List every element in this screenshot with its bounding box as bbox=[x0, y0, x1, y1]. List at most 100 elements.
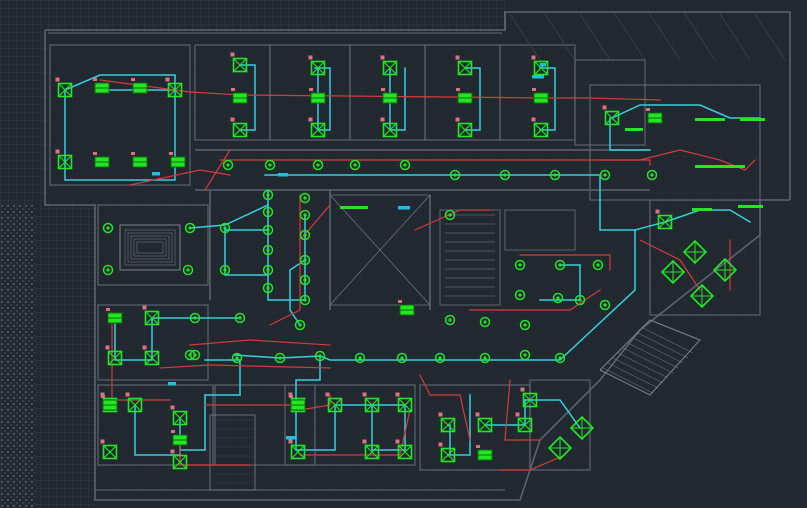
diffuser-core bbox=[223, 226, 227, 230]
diffuser-core bbox=[266, 193, 270, 197]
stair-tread bbox=[622, 347, 674, 374]
square-diffuser-icon bbox=[515, 412, 533, 433]
supply-duct bbox=[464, 67, 481, 131]
square-diffuser-icon bbox=[308, 55, 326, 76]
return-duct bbox=[419, 374, 471, 441]
diffuser-ring bbox=[299, 274, 311, 286]
diamond-diffuser-icon bbox=[712, 257, 738, 283]
round-diffuser-icon bbox=[354, 352, 366, 364]
diffuser-frame bbox=[144, 350, 160, 366]
diffuser-tag bbox=[125, 392, 130, 397]
diffuser-cross bbox=[383, 61, 397, 75]
fan-coil-icon bbox=[381, 88, 398, 104]
fan-coil-icon bbox=[106, 308, 123, 324]
stair-tread bbox=[642, 327, 694, 354]
fan-coil-icon bbox=[231, 88, 248, 104]
diffuser-ring bbox=[102, 264, 114, 276]
stair-tread bbox=[602, 367, 654, 394]
return-duct bbox=[219, 159, 651, 166]
diffuser-ring bbox=[449, 169, 461, 181]
square-diffuser-icon bbox=[395, 392, 413, 413]
linear-diffuser bbox=[625, 128, 643, 131]
diffuser-ring bbox=[599, 169, 611, 181]
round-diffuser-icon bbox=[396, 352, 408, 364]
diffuser-frame bbox=[167, 82, 183, 98]
diffuser-cross bbox=[478, 418, 492, 432]
diffuser-core bbox=[238, 316, 242, 320]
round-diffuser-icon bbox=[262, 224, 274, 236]
round-diffuser-icon bbox=[449, 169, 461, 181]
diffuser-ring bbox=[182, 264, 194, 276]
round-diffuser-icon bbox=[599, 299, 611, 311]
diffuser-cross bbox=[441, 418, 455, 432]
diffuser-tag bbox=[438, 442, 443, 447]
diffuser-tag bbox=[100, 392, 105, 397]
diamond-diffuser-icon bbox=[682, 239, 708, 265]
diffuser-ring bbox=[479, 352, 491, 364]
return-duct bbox=[269, 194, 301, 326]
round-diffuser-icon bbox=[499, 169, 511, 181]
diffuser-cross bbox=[605, 111, 619, 125]
diffuser-core bbox=[298, 323, 302, 327]
square-diffuser-icon bbox=[395, 439, 413, 460]
text-label bbox=[398, 206, 410, 210]
diffuser-cross bbox=[398, 398, 412, 412]
diffuser-ring bbox=[262, 282, 274, 294]
diffuser-core bbox=[318, 354, 322, 358]
diffuser-ring bbox=[434, 352, 446, 364]
diffuser-core bbox=[266, 228, 270, 232]
round-diffuser-icon bbox=[274, 352, 286, 364]
room-outline bbox=[130, 235, 170, 260]
round-diffuser-icon bbox=[574, 294, 586, 306]
diffuser-frame bbox=[457, 122, 473, 138]
diffuser-core bbox=[483, 356, 487, 360]
diffuser-cross bbox=[398, 445, 412, 459]
square-diffuser-icon bbox=[531, 117, 549, 138]
diffuser-ring bbox=[554, 352, 566, 364]
diffuser-ring bbox=[299, 209, 311, 221]
round-diffuser-icon bbox=[599, 169, 611, 181]
diffuser-tag bbox=[105, 345, 110, 350]
diffuser-cross bbox=[328, 398, 342, 412]
supply-duct bbox=[264, 174, 636, 361]
diffuser-cross bbox=[58, 83, 72, 97]
room-outline bbox=[97, 304, 209, 381]
diamond-diffuser-icon bbox=[547, 435, 573, 461]
diffuser-cross bbox=[58, 155, 72, 169]
exterior-grid-left bbox=[35, 205, 95, 508]
diffuser-tag bbox=[602, 105, 607, 110]
square-diffuser-icon bbox=[602, 105, 620, 126]
diffuser-core bbox=[303, 298, 307, 302]
diffuser-ring bbox=[219, 264, 231, 276]
diffuser-tag bbox=[100, 439, 105, 444]
diffuser-ring bbox=[264, 159, 276, 171]
symbols-layer bbox=[55, 52, 765, 470]
diffuser-tag bbox=[395, 392, 400, 397]
round-diffuser-icon bbox=[184, 349, 196, 361]
round-diffuser-icon bbox=[479, 352, 491, 364]
diffuser-cross bbox=[365, 398, 379, 412]
diffuser-ring bbox=[294, 319, 306, 331]
roof-line bbox=[719, 13, 751, 61]
fan-coil-tag bbox=[381, 88, 385, 91]
diffuser-frame bbox=[533, 60, 549, 76]
round-diffuser-icon bbox=[299, 274, 311, 286]
diffuser-core bbox=[266, 268, 270, 272]
diffuser-ring bbox=[554, 259, 566, 271]
diffuser-core bbox=[503, 173, 507, 177]
square-diffuser-icon bbox=[142, 305, 160, 326]
square-diffuser-icon bbox=[55, 77, 73, 98]
diffuser-frame bbox=[232, 57, 248, 73]
diffuser-ring bbox=[262, 224, 274, 236]
diffuser-ring bbox=[549, 169, 561, 181]
diffuser-frame bbox=[517, 417, 533, 433]
diffuser-core bbox=[438, 356, 442, 360]
diffuser-frame bbox=[477, 417, 493, 433]
square-diffuser-icon bbox=[455, 55, 473, 76]
round-diffuser-icon bbox=[646, 169, 658, 181]
diffuser-core bbox=[303, 213, 307, 217]
diffuser-frame bbox=[290, 444, 306, 460]
diffuser-core bbox=[453, 173, 457, 177]
diffuser-ring bbox=[514, 259, 526, 271]
diffuser-cross bbox=[291, 445, 305, 459]
